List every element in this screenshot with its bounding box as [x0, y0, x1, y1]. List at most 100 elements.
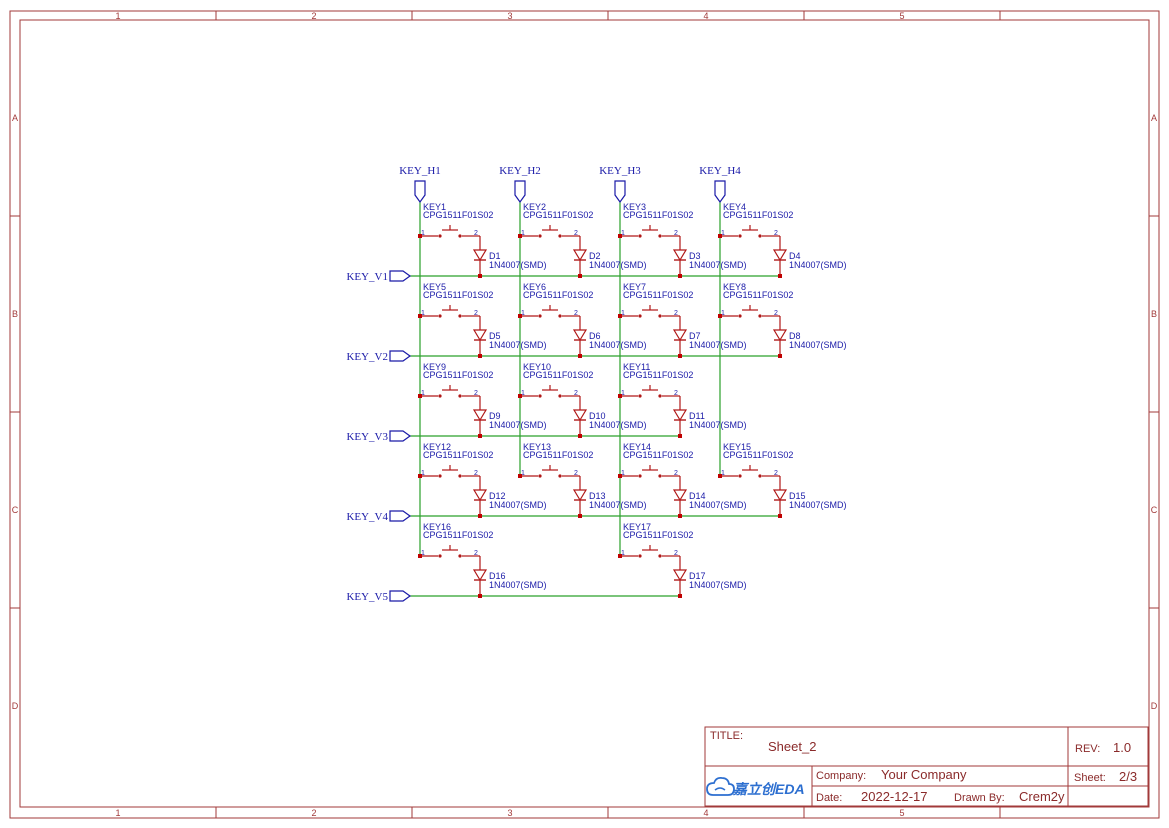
- net-port-h: [714, 180, 726, 204]
- wire-junction: [778, 514, 782, 518]
- switch-part-number: CPG1511F01S02: [623, 370, 693, 380]
- switch-part-number: CPG1511F01S02: [423, 530, 493, 540]
- pin-number: 2: [574, 230, 578, 237]
- switch-contact: [638, 394, 642, 398]
- pin-number: 2: [474, 310, 478, 317]
- switch-contact: [758, 314, 762, 318]
- column-label: 5: [899, 808, 904, 818]
- switch-contact: [658, 474, 662, 478]
- row-label: C: [12, 505, 19, 515]
- net-port-v: [389, 590, 412, 602]
- net-label-v: KEY_V3: [346, 431, 388, 443]
- wire-junction: [418, 474, 422, 478]
- row-label: A: [1151, 113, 1157, 123]
- switch-contact: [558, 234, 562, 238]
- date-label: Date:: [816, 792, 842, 804]
- diode-part-number: 1N4007(SMD): [689, 340, 747, 350]
- switch-designator: KEY2: [523, 202, 546, 212]
- switch-part-number: CPG1511F01S02: [723, 450, 793, 460]
- diode-designator: D13: [589, 491, 606, 501]
- pin-number: 2: [474, 230, 478, 237]
- pin-number: 2: [574, 390, 578, 397]
- wire-junction: [618, 314, 622, 318]
- wire-junction: [718, 234, 722, 238]
- pin-number: 2: [574, 470, 578, 477]
- pin-number: 2: [474, 390, 478, 397]
- row-label: B: [1151, 309, 1157, 319]
- diode-designator: D14: [689, 491, 706, 501]
- switch-part-number: CPG1511F01S02: [423, 210, 493, 220]
- diode-part-number: 1N4007(SMD): [589, 260, 647, 270]
- wire-junction: [478, 514, 482, 518]
- wire-junction: [578, 514, 582, 518]
- switch-contact: [738, 314, 742, 318]
- switch-contact: [438, 474, 442, 478]
- switch-designator: KEY12: [423, 442, 451, 452]
- diode-designator: D9: [489, 411, 501, 421]
- switch-contact: [658, 554, 662, 558]
- wire-junction: [618, 474, 622, 478]
- wire-junction: [418, 554, 422, 558]
- pin-number: 2: [674, 230, 678, 237]
- net-label-v: KEY_V5: [346, 591, 388, 603]
- row-label: D: [1151, 701, 1158, 711]
- switch-contact: [458, 394, 462, 398]
- wire-junction: [478, 594, 482, 598]
- diode-body: [472, 489, 488, 502]
- switch-designator: KEY10: [523, 362, 551, 372]
- net-port-h: [514, 180, 526, 204]
- switch-designator: KEY11: [623, 362, 650, 372]
- switch-contact: [638, 234, 642, 238]
- switch-designator: KEY17: [623, 522, 651, 532]
- wire-junction: [518, 234, 522, 238]
- switch-contact: [758, 234, 762, 238]
- pin-number: 2: [774, 470, 778, 477]
- net-port-h: [614, 180, 626, 204]
- switch-part-number: CPG1511F01S02: [623, 290, 693, 300]
- switch-contact: [438, 234, 442, 238]
- wire-junction: [678, 274, 682, 278]
- switch-contact: [458, 314, 462, 318]
- switch-contact: [458, 554, 462, 558]
- diode-designator: D11: [689, 411, 705, 421]
- logo-text: 嘉立创EDA: [732, 781, 805, 797]
- drawn-by-label: Drawn By:: [954, 792, 1005, 804]
- diode-designator: D5: [489, 331, 501, 341]
- wire-junction: [618, 234, 622, 238]
- net-label-h: KEY_H2: [499, 165, 541, 177]
- switch-designator: KEY7: [623, 282, 646, 292]
- net-port-v: [389, 270, 412, 282]
- diode-part-number: 1N4007(SMD): [489, 260, 547, 270]
- wire-junction: [718, 314, 722, 318]
- diode-body: [772, 489, 788, 502]
- switch-part-number: CPG1511F01S02: [423, 370, 493, 380]
- sheet-label: Sheet:: [1074, 772, 1106, 784]
- switch-designator: KEY1: [423, 202, 446, 212]
- diode-designator: D10: [589, 411, 606, 421]
- diode-body: [472, 329, 488, 342]
- switch-part-number: CPG1511F01S02: [723, 210, 793, 220]
- wire-junction: [778, 354, 782, 358]
- net-port-v: [389, 430, 412, 442]
- pin-number: 2: [474, 550, 478, 557]
- switch-part-number: CPG1511F01S02: [623, 450, 693, 460]
- wire-layer: [410, 202, 780, 597]
- wire-junction: [578, 274, 582, 278]
- switch-designator: KEY15: [723, 442, 751, 452]
- wire-junction: [518, 474, 522, 478]
- pin-number: 1: [621, 230, 625, 237]
- pin-number: 1: [621, 310, 625, 317]
- switch-part-number: CPG1511F01S02: [623, 530, 693, 540]
- diode-part-number: 1N4007(SMD): [689, 500, 747, 510]
- diode-designator: D8: [789, 331, 801, 341]
- switch-designator: KEY5: [423, 282, 446, 292]
- pin-number: 1: [621, 550, 625, 557]
- diode-body: [772, 329, 788, 342]
- diode-part-number: 1N4007(SMD): [589, 340, 647, 350]
- diode-body: [672, 249, 688, 262]
- switch-contact: [738, 474, 742, 478]
- switch-contact: [458, 474, 462, 478]
- diode-body: [572, 249, 588, 262]
- pin-number: 1: [721, 310, 725, 317]
